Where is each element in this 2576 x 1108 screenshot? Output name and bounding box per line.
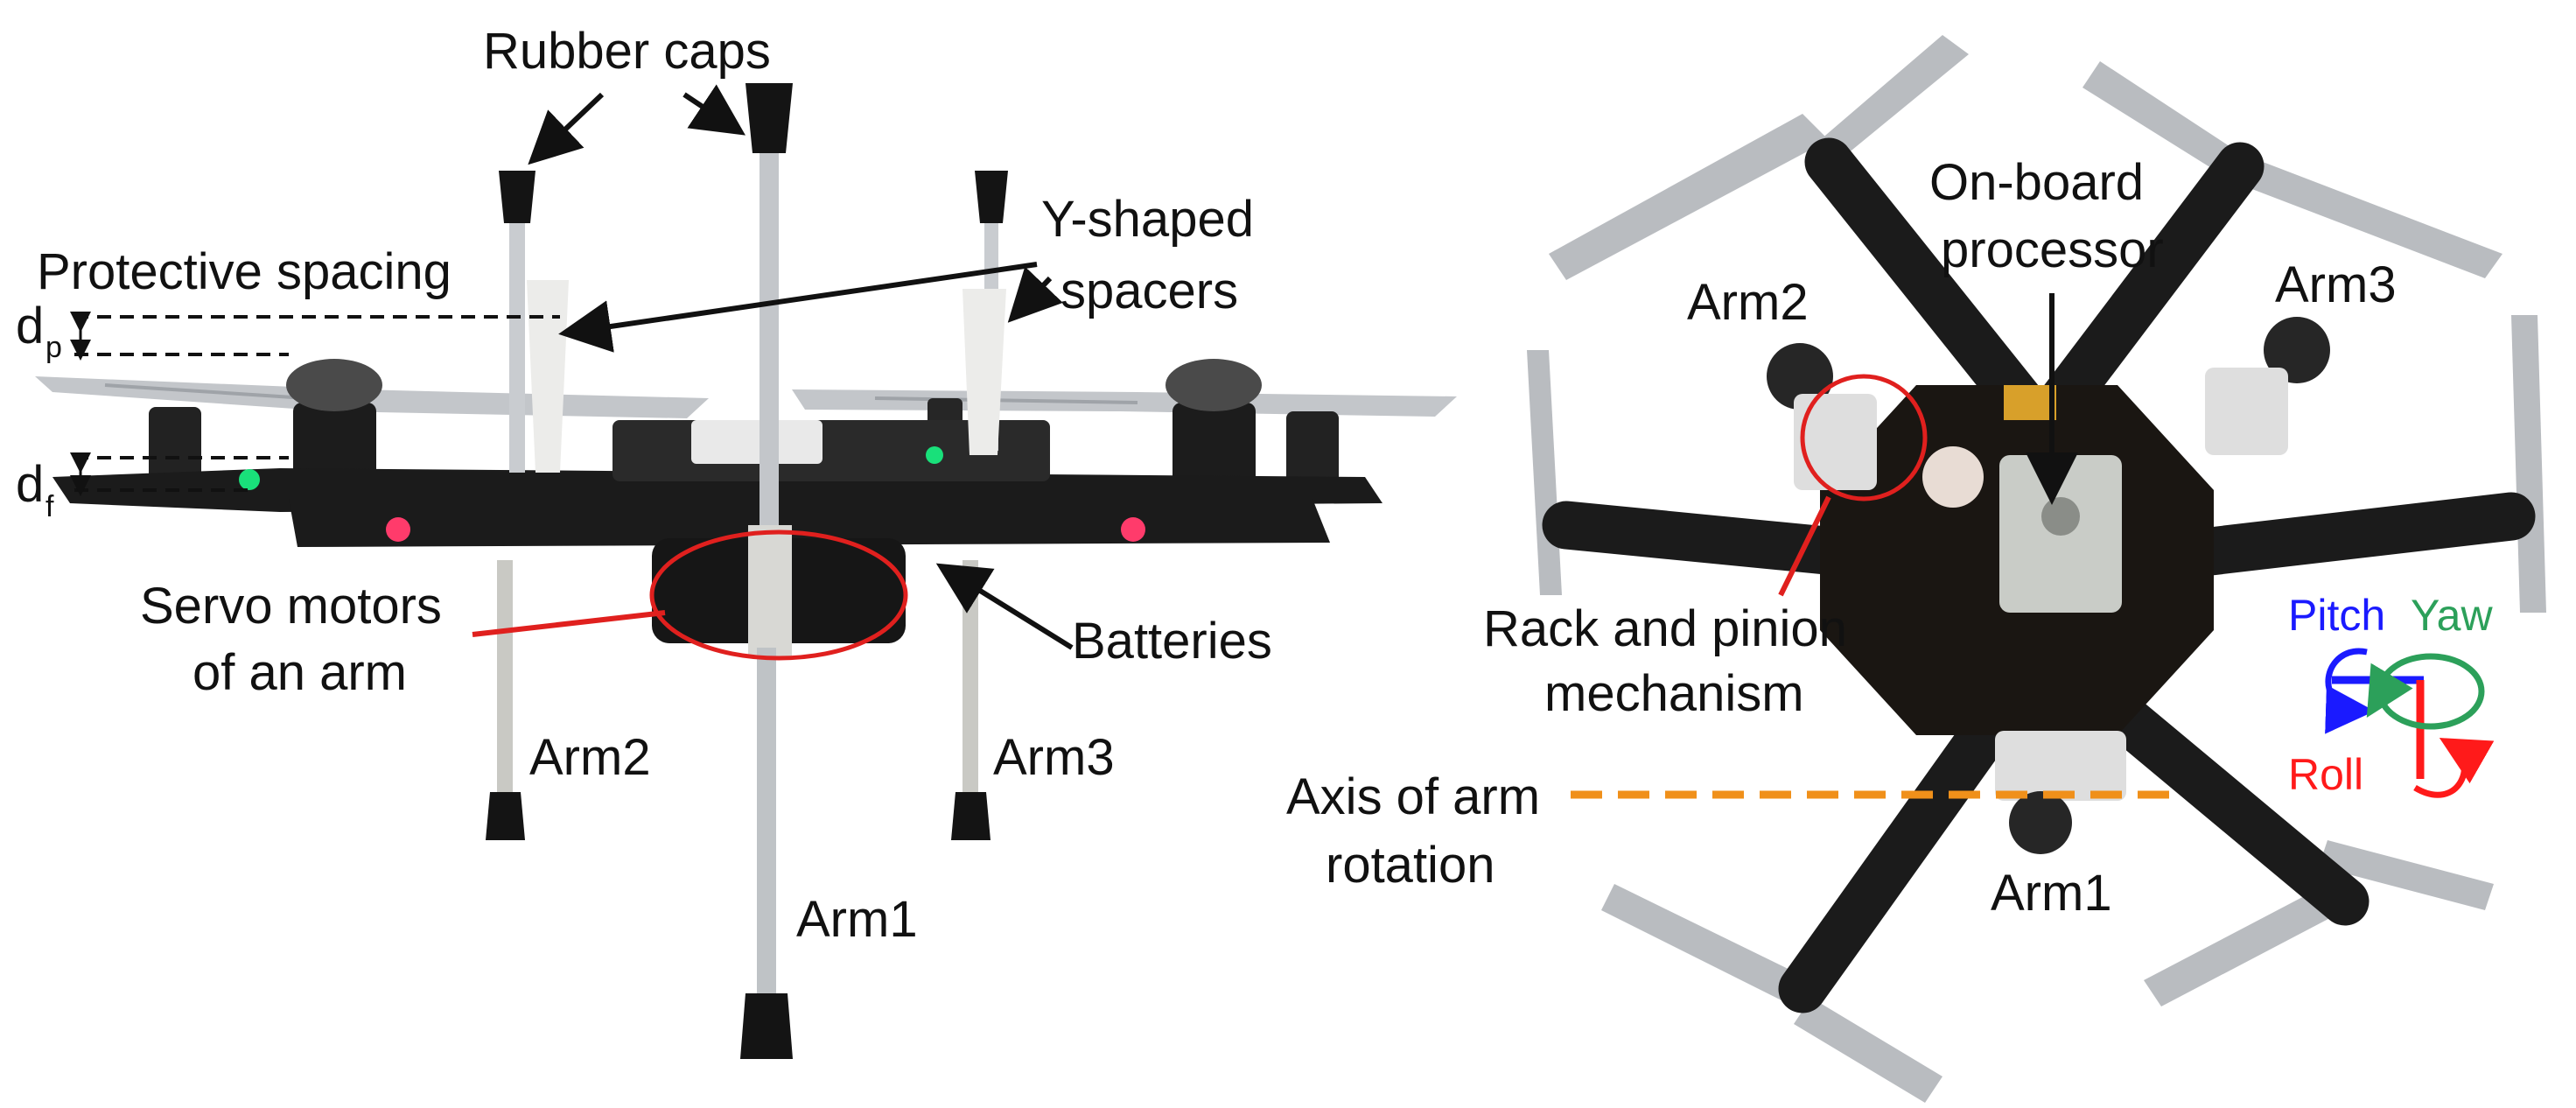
label-arm3-side: Arm3: [993, 729, 1115, 786]
label-roll: Roll: [2288, 750, 2363, 799]
spacers-arrow-left: [558, 262, 1038, 353]
top-gps-puck: [1922, 446, 1984, 508]
pitch-rotation-arrow: [2325, 648, 2375, 734]
label-y-shaped: Y-shaped: [1041, 191, 1254, 248]
label-batteries: Batteries: [1072, 613, 1272, 670]
side-batteries: [652, 525, 906, 656]
attitude-axes-indicator: [2325, 648, 2495, 798]
roll-rotation-arrow: [2413, 738, 2495, 798]
label-servo-line1: Servo motors: [140, 578, 442, 635]
label-spacers: spacers: [1060, 263, 1238, 319]
servo-pointer-line: [472, 610, 666, 637]
label-pitch: Pitch: [2288, 591, 2385, 640]
side-frame: [52, 420, 1382, 547]
label-dp: d: [16, 298, 44, 354]
label-rubber-caps: Rubber caps: [483, 23, 771, 80]
label-arm1-side: Arm1: [796, 891, 918, 948]
label-onboard-line1: On-board: [1929, 154, 2144, 211]
top-processor-knob: [2041, 497, 2080, 536]
label-df-sub: f: [46, 490, 54, 523]
rubber-caps-arrow-left: [528, 92, 605, 165]
side-arms: [486, 83, 1008, 1059]
rack-highlight-circle: [1800, 374, 1928, 501]
label-yaw: Yaw: [2411, 591, 2493, 640]
label-axis-line2: rotation: [1326, 837, 1494, 894]
top-view-drone: On-board processor Arm2 Arm3 Rack and pi…: [1286, 35, 2546, 1103]
spacers-arrow-right: [1007, 266, 1063, 323]
label-servo-line2: of an arm: [192, 644, 407, 701]
label-dp-sub: p: [46, 331, 62, 364]
side-propeller-right: [792, 389, 1457, 417]
side-view-drone: Rubber caps Y-shaped spacers Protective …: [16, 23, 1457, 1059]
servo-highlight-circle: [649, 529, 908, 661]
top-connector: [2004, 385, 2056, 420]
label-axis-line1: Axis of arm: [1286, 768, 1540, 825]
label-arm1-top: Arm1: [1991, 865, 2112, 922]
protective-spacing-dimension: [74, 315, 560, 492]
label-arm2-side: Arm2: [529, 729, 651, 786]
label-rack-line1: Rack and pinion: [1483, 600, 1847, 657]
top-arm-mechanisms: [1767, 317, 2330, 854]
label-df: d: [16, 456, 44, 513]
label-rack-line2: mechanism: [1544, 665, 1804, 722]
label-arm2-top: Arm2: [1687, 274, 1809, 331]
rack-pointer-line: [1778, 495, 1831, 597]
rubber-caps-arrow-right: [682, 84, 746, 136]
label-arm3-top: Arm3: [2275, 256, 2397, 313]
label-onboard-line2: processor: [1941, 221, 2164, 278]
batteries-arrow: [935, 563, 1074, 650]
yaw-rotation-ring: [2376, 653, 2485, 730]
label-protective-spacing: Protective spacing: [37, 243, 452, 300]
